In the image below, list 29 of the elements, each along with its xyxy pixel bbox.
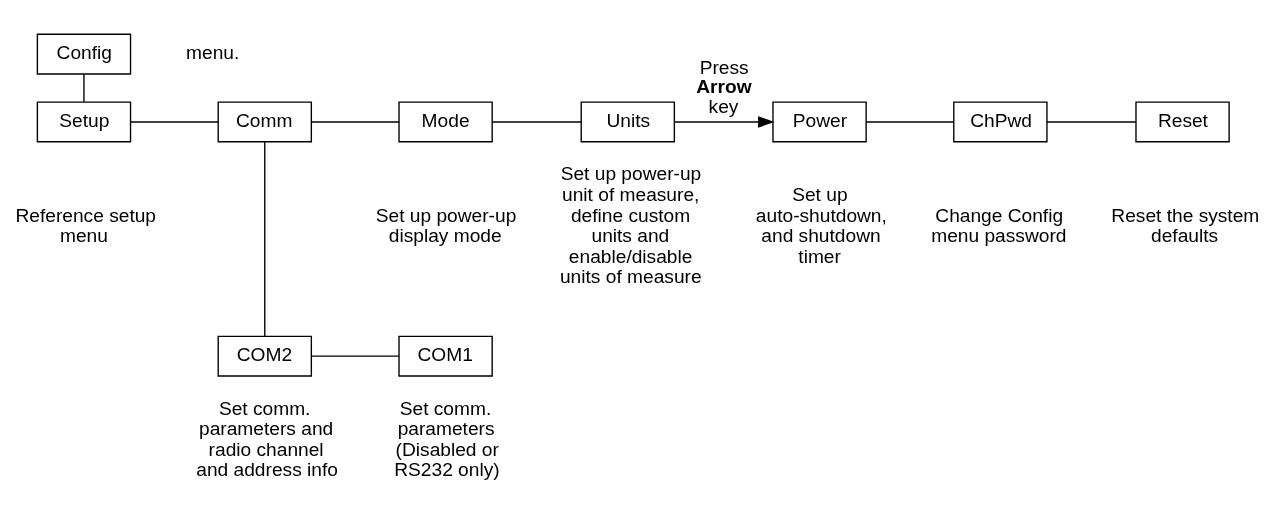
node-label: Set comm. parameters (Disabled or RS232 only) xyxy=(394,397,500,480)
node-box: Reset xyxy=(1135,100,1230,142)
node-box: COM2 xyxy=(217,335,313,377)
label: menu. xyxy=(186,41,240,63)
node-box: Mode xyxy=(398,100,493,142)
connector xyxy=(310,120,400,123)
edge-label: Press Arrow key xyxy=(696,56,752,117)
node-label: Change Config menu password xyxy=(931,204,1067,246)
connector xyxy=(83,73,85,103)
connector xyxy=(1046,120,1137,123)
connector xyxy=(865,120,955,123)
node-box: Power xyxy=(772,100,867,142)
node-label: Set up power-up unit of measure, define custom units and enable/disable units of measure xyxy=(559,162,702,287)
node-label: Set up power-up display mode xyxy=(375,204,517,246)
node-label: Set up auto-shutdown, and shutdown timer xyxy=(755,183,887,267)
node-box: Units xyxy=(580,100,676,142)
connector xyxy=(310,355,400,357)
connector xyxy=(491,120,582,123)
node-box: ChPwd xyxy=(953,100,1048,142)
node-label: Reset the system defaults xyxy=(1111,204,1260,246)
node-box: Setup xyxy=(36,100,132,142)
node-box: COM1 xyxy=(398,335,493,377)
connector xyxy=(264,140,266,337)
connector xyxy=(129,120,219,123)
node-box: Config xyxy=(36,33,132,75)
node-label: Set comm. parameters and radio channel and address info xyxy=(196,397,338,480)
arrow xyxy=(674,115,775,128)
node-box: Comm xyxy=(217,100,313,142)
node-label: Reference setup menu xyxy=(15,204,157,246)
